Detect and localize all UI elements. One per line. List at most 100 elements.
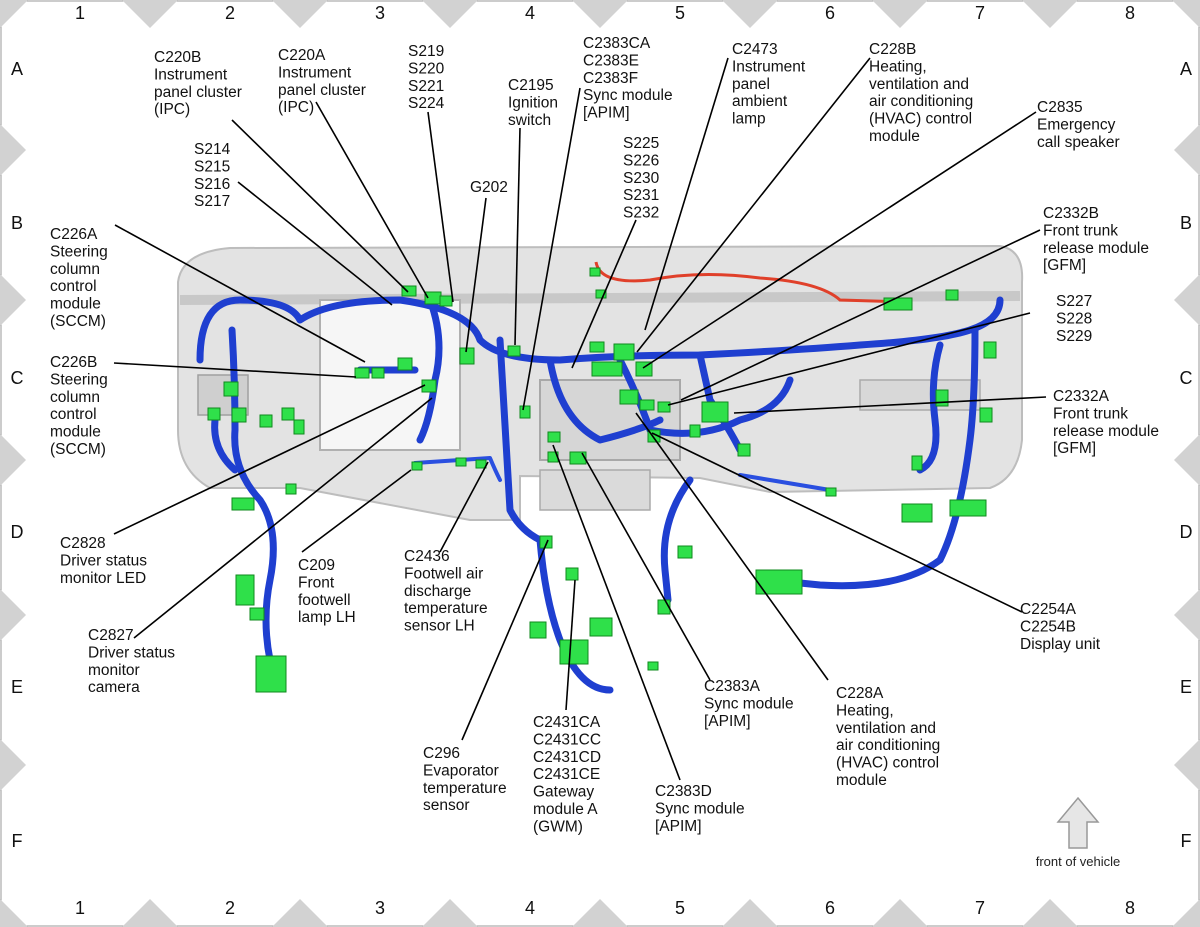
connector-block [293, 419, 305, 435]
callout-line: monitor LED [60, 570, 146, 587]
frame-marker-top [122, 0, 178, 28]
callout-line: C226A [50, 226, 98, 243]
callout-line: module [50, 424, 101, 441]
callout-line: monitor [88, 662, 140, 679]
frame-marker-top [572, 0, 628, 28]
frame-marker-bottom [272, 899, 328, 927]
callout-line: camera [88, 679, 140, 696]
frame-marker-top [272, 0, 328, 28]
connector-block [507, 345, 521, 357]
callout-line: C226B [50, 354, 97, 371]
connector-block [639, 399, 655, 411]
callout-line: C2383E [583, 52, 639, 69]
frame-marker-right [1174, 274, 1200, 326]
callout-line: S215 [194, 158, 230, 175]
callout-line: (IPC) [154, 101, 190, 118]
connector-block [439, 295, 453, 307]
callout-line: [APIM] [704, 713, 751, 730]
callout-line: Driver status [88, 644, 175, 661]
callout-line: S232 [623, 205, 659, 222]
grid-row-label-right: E [1180, 677, 1192, 697]
connector-block [945, 289, 959, 301]
connector-block [613, 343, 635, 361]
callout-line: panel cluster [278, 82, 366, 99]
grid-column-label-bottom: 2 [225, 898, 235, 918]
callout-line: C2195 [508, 77, 554, 94]
callout-line: S225 [623, 135, 659, 152]
callout-line: module [836, 772, 887, 789]
frame-marker-left [0, 0, 26, 26]
callout-line: lamp LH [298, 609, 356, 626]
callout-line: Instrument [732, 58, 806, 75]
callout-line: sensor LH [404, 618, 475, 635]
connector-block [825, 487, 837, 497]
connector-block [411, 461, 423, 471]
callout-line: C2383A [704, 678, 761, 695]
frame-marker-top [722, 0, 778, 28]
callout-line: (SCCM) [50, 313, 106, 330]
grid-column-label-bottom: 8 [1125, 898, 1135, 918]
callout-line: S227 [1056, 293, 1092, 310]
frame-marker-bottom [122, 899, 178, 927]
frame-marker-left [0, 124, 26, 176]
leader-lines [113, 57, 1047, 781]
grid-column-label-bottom: 4 [525, 898, 535, 918]
connector-block [949, 499, 987, 517]
connector-block [397, 357, 413, 371]
callout-line: air conditioning [869, 93, 973, 110]
frame-marker-bottom [572, 899, 628, 927]
grid-row-label-left: C [11, 368, 24, 388]
callout-line: Front trunk [1043, 222, 1118, 239]
callout-line: [APIM] [655, 818, 702, 835]
connector-block [249, 607, 265, 621]
callout-line: discharge [404, 583, 471, 600]
frame-marker-right [1174, 901, 1200, 927]
callout-line: S216 [194, 176, 230, 193]
callout-line: air conditioning [836, 737, 940, 754]
connector-block [401, 285, 417, 297]
frame-marker-right [1174, 739, 1200, 791]
frame-marker-bottom [422, 899, 478, 927]
callout-line: S214 [194, 141, 231, 158]
frame-marker-left [0, 274, 26, 326]
callout-line: C2383CA [583, 35, 651, 52]
callout-line: Ignition [508, 94, 558, 111]
callout-line: temperature [423, 780, 507, 797]
connector-block [539, 535, 553, 549]
connector-block [231, 407, 247, 423]
callout-line: S230 [623, 170, 660, 187]
connector-block [354, 367, 370, 379]
grid-column-label-bottom: 6 [825, 898, 835, 918]
callout-line: C2827 [88, 627, 134, 644]
callout-line: C2828 [60, 535, 106, 552]
callout-line: C220B [154, 49, 201, 66]
callout-line: (IPC) [278, 99, 314, 116]
grid-column-label-top: 2 [225, 3, 235, 23]
callout-line: C209 [298, 557, 335, 574]
callout-line: footwell [298, 592, 351, 609]
connector-block [589, 341, 605, 353]
grid-column-label-top: 3 [375, 3, 385, 23]
connector-block [529, 621, 547, 639]
connector-block [223, 381, 239, 397]
frame-marker-top [422, 0, 478, 28]
callout-line: call speaker [1037, 134, 1120, 151]
instrument-panel-drawing [177, 244, 1024, 521]
callout-line: (HVAC) control [836, 755, 939, 772]
grid-row-label-right: F [1181, 831, 1192, 851]
callout-line: (GWM) [533, 818, 583, 835]
grid-row-label-left: E [11, 677, 23, 697]
callout-line: Heating, [836, 702, 894, 719]
